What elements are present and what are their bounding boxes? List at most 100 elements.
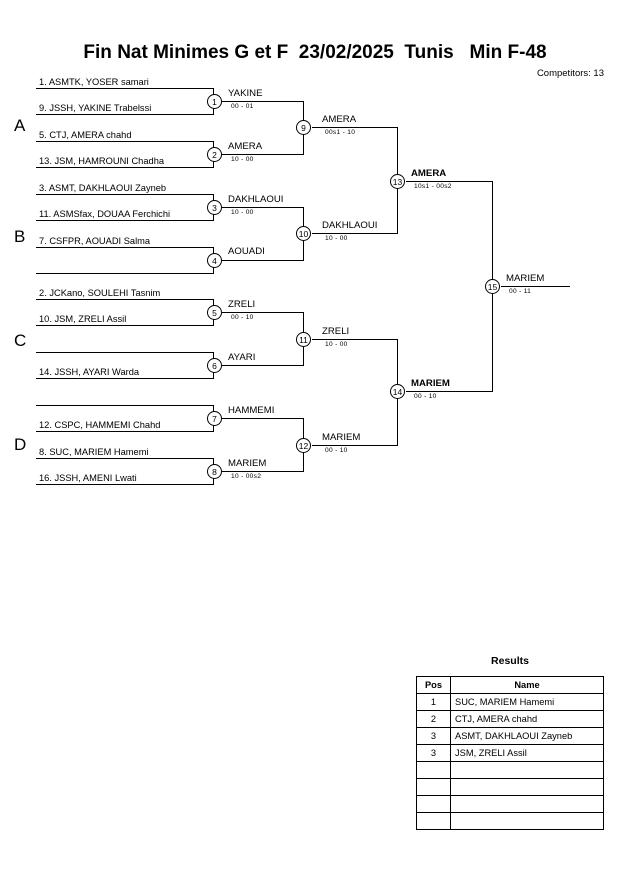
match-number-6[interactable]: 6 (207, 358, 222, 373)
match-score-5: 00 - 10 (231, 314, 254, 321)
winner-line (222, 471, 304, 472)
table-row: 3 JSM, ZRELI Assil (416, 744, 604, 762)
winner-line (222, 207, 304, 208)
winner-line (222, 260, 304, 261)
result-name: ASMT, DAKHLAOUI Zayneb (450, 727, 604, 745)
match-winner-13: AMERA (411, 168, 447, 179)
match-number-4[interactable]: 4 (207, 253, 222, 268)
entry-name: 16. JSSH, AMENI Lwati (39, 473, 137, 483)
results-col-name: Name (450, 676, 604, 694)
match-number-13[interactable]: 13 (390, 174, 405, 189)
entry-line (36, 194, 214, 195)
result-pos: 3 (416, 744, 451, 762)
match-winner-9: AMERA (322, 114, 357, 125)
result-name (450, 795, 604, 813)
match-number-14[interactable]: 14 (390, 384, 405, 399)
table-row (416, 761, 604, 779)
entry-line (36, 114, 214, 115)
match-score-10: 10 - 00 (325, 235, 348, 242)
winner-line (312, 445, 398, 446)
match-number-3[interactable]: 3 (207, 200, 222, 215)
entry-name: 10. JSM, ZRELI Assil (39, 314, 127, 324)
results-col-pos: Pos (416, 676, 451, 694)
entry-name: 5. CTJ, AMERA chahd (39, 130, 132, 140)
match-winner-8: MARIEM (228, 458, 267, 469)
winner-line (222, 101, 304, 102)
entry-line (36, 247, 214, 248)
group-label-b: B (14, 227, 26, 246)
entry-name: 13. JSM, HAMROUNI Chadha (39, 156, 165, 166)
winner-line (312, 233, 398, 234)
match-number-8[interactable]: 8 (207, 464, 222, 479)
match-number-1[interactable]: 1 (207, 94, 222, 109)
results-table: Pos Name 1 SUC, MARIEM Hamemi 2 CTJ, AME… (416, 676, 604, 830)
page-title: Fin Nat Minimes G et F 23/02/2025 Tunis … (83, 42, 547, 63)
entry-line (36, 378, 214, 379)
group-label-c: C (14, 331, 27, 350)
match-score-12: 00 - 10 (325, 447, 348, 454)
result-name: JSM, ZRELI Assil (450, 744, 604, 762)
match-winner-1: YAKINE (228, 88, 263, 99)
group-label-d: D (14, 435, 27, 454)
entry-name: 12. CSPC, HAMMEMI Chahd (39, 420, 161, 430)
match-winner-5: ZRELI (228, 299, 256, 310)
entry-line (36, 167, 214, 168)
winner-line (406, 391, 493, 392)
entry-line (36, 431, 214, 432)
match-score-15: 00 - 11 (509, 288, 532, 295)
entry-line (36, 299, 214, 300)
table-row: 1 SUC, MARIEM Hamemi (416, 693, 604, 711)
result-name (450, 761, 604, 779)
winner-line (222, 418, 304, 419)
match-winner-6: AYARI (228, 352, 256, 363)
match-winner-3: DAKHLAOUI (228, 194, 284, 205)
entry-name: 11. ASMSfax, DOUAA Ferchichi (39, 209, 171, 219)
entry-line (36, 458, 214, 459)
match-number-9[interactable]: 9 (296, 120, 311, 135)
entry-name: 3. ASMT, DAKHLAOUI Zayneb (39, 183, 167, 193)
entry-name: 7. CSFPR, AOUADI Salma (39, 236, 151, 246)
result-name: CTJ, AMERA chahd (450, 710, 604, 728)
match-winner-11: ZRELI (322, 326, 350, 337)
match-number-2[interactable]: 2 (207, 147, 222, 162)
match-score-3: 10 - 00 (231, 209, 254, 216)
champion-line (501, 286, 570, 287)
winner-line (222, 154, 304, 155)
results-title: Results (491, 655, 529, 667)
match-score-8: 10 - 00s2 (231, 473, 262, 480)
entry-line (36, 352, 214, 353)
match-number-11[interactable]: 11 (296, 332, 311, 347)
winner-line (312, 127, 398, 128)
result-pos (416, 778, 451, 796)
entry-line (36, 88, 214, 89)
result-name (450, 812, 604, 830)
group-label-a: A (14, 116, 26, 135)
match-winner-12: MARIEM (322, 432, 361, 443)
entry-name: 1. ASMTK, YOSER samari (39, 77, 149, 87)
entry-name: 2. JCKano, SOULEHI Tasnim (39, 288, 161, 298)
result-name: SUC, MARIEM Hamemi (450, 693, 604, 711)
match-number-5[interactable]: 5 (207, 305, 222, 320)
result-name (450, 778, 604, 796)
winner-line (312, 339, 398, 340)
winner-line (222, 312, 304, 313)
match-winner-15: MARIEM (506, 273, 545, 284)
match-winner-4: AOUADI (228, 246, 265, 257)
match-number-15[interactable]: 15 (485, 279, 500, 294)
entry-name: 8. SUC, MARIEM Hamemi (39, 447, 149, 457)
result-pos: 2 (416, 710, 451, 728)
entry-name: 14. JSSH, AYARI Warda (39, 367, 140, 377)
match-number-12[interactable]: 12 (296, 438, 311, 453)
result-pos (416, 761, 451, 779)
table-row (416, 812, 604, 830)
match-number-7[interactable]: 7 (207, 411, 222, 426)
entry-line (36, 220, 214, 221)
table-row (416, 795, 604, 813)
match-number-10[interactable]: 10 (296, 226, 311, 241)
entry-line (36, 141, 214, 142)
entry-name: 9. JSSH, YAKINE Trabelssi (39, 103, 152, 113)
entry-line (36, 405, 214, 406)
match-winner-10: DAKHLAOUI (322, 220, 378, 231)
entry-line (36, 484, 214, 485)
